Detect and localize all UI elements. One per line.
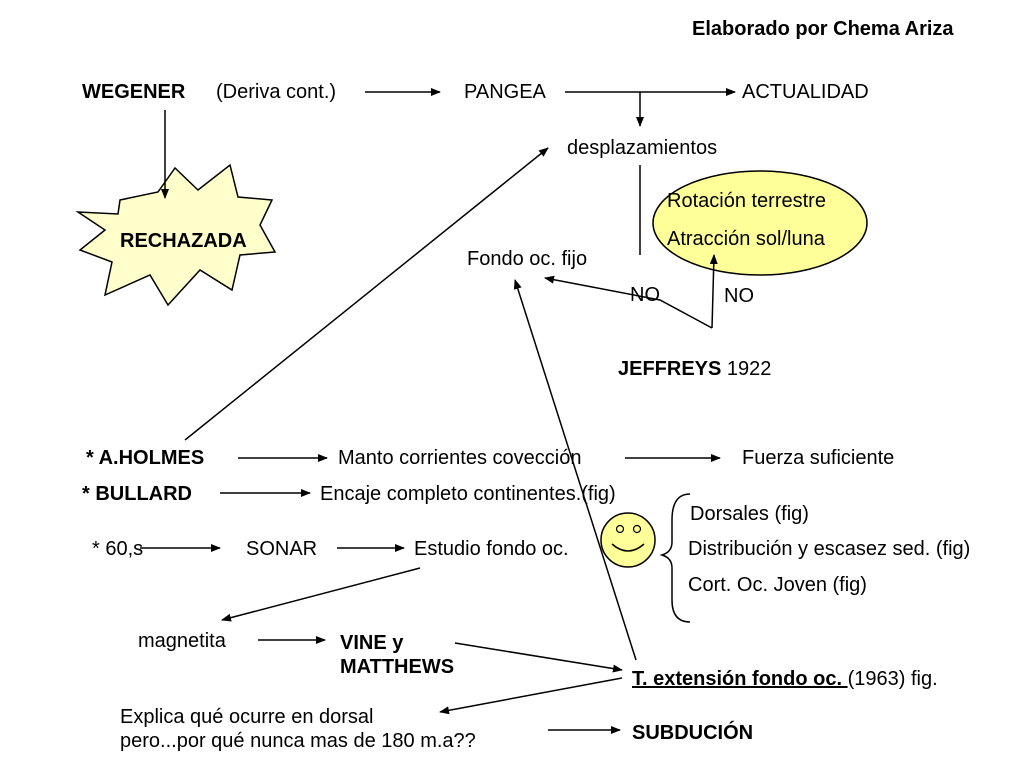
jeffreys-name: JEFFREYS xyxy=(618,358,722,380)
node-atraccion: Atracción sol/luna xyxy=(667,228,825,250)
forces-ellipse xyxy=(652,170,868,276)
brace xyxy=(659,493,691,623)
node-cort: Cort. Oc. Joven (fig) xyxy=(688,574,867,596)
node-desplazamientos: desplazamientos xyxy=(567,137,718,159)
arrow-extension-explica xyxy=(439,677,623,715)
arrow-extension-fondo xyxy=(513,279,637,661)
node-holmes: * A.HOLMES xyxy=(86,447,205,469)
node-dorsales: Dorsales (fig) xyxy=(690,503,809,525)
arrow-no-atraccion xyxy=(709,254,718,329)
node-estudio: Estudio fondo oc. xyxy=(414,538,569,560)
node-jeffreys: JEFFREYS 1922 xyxy=(618,358,771,380)
rechazada-burst xyxy=(75,163,277,307)
node-subducion: SUBDUCIÓN xyxy=(632,722,754,744)
node-wegener: WEGENER xyxy=(82,81,186,103)
node-fondo-fijo: Fondo oc. fijo xyxy=(467,248,588,270)
node-manto: Manto corrientes covección xyxy=(338,447,582,469)
node-vine-2: MATTHEWS xyxy=(340,656,455,678)
smiley-icon xyxy=(600,512,656,568)
node-bullard: * BULLARD xyxy=(82,483,192,505)
node-fuerza: Fuerza suficiente xyxy=(742,447,895,469)
node-distribucion: Distribución y escasez sed. (fig) xyxy=(688,538,971,560)
jeffreys-year: 1922 xyxy=(726,358,772,380)
node-rechazada: RECHAZADA xyxy=(120,230,247,252)
arrow-holmes-desplazamientos xyxy=(184,147,549,441)
extension-title: T. extensión fondo oc. xyxy=(632,668,848,690)
node-explica-2: pero...por qué nunca mas de 180 m.a?? xyxy=(120,730,476,752)
arrow-vine-extension xyxy=(454,642,623,673)
arrow-no-fondo xyxy=(544,275,713,329)
node-60s: * 60,s xyxy=(92,538,144,560)
node-encaje: Encaje completo continentes.(fig) xyxy=(320,483,616,505)
node-pangea: PANGEA xyxy=(464,81,546,103)
node-explica-1: Explica qué ocurre en dorsal xyxy=(120,706,374,728)
node-magnetita: magnetita xyxy=(138,630,226,652)
arrow-estudio-magnetita xyxy=(221,567,421,622)
node-actualidad: ACTUALIDAD xyxy=(742,81,869,103)
label-no-right: NO xyxy=(724,285,754,307)
author-credit: Elaborado por Chema Ariza xyxy=(692,18,954,40)
label-no-left: NO xyxy=(630,284,660,306)
node-deriva: (Deriva cont.) xyxy=(216,81,337,103)
node-extension: T. extensión fondo oc. (1963) fig. xyxy=(632,668,938,690)
node-sonar: SONAR xyxy=(246,538,318,560)
extension-year: (1963) fig. xyxy=(847,668,938,690)
node-vine-1: VINE y xyxy=(340,632,404,654)
node-rotacion: Rotación terrestre xyxy=(667,190,826,212)
